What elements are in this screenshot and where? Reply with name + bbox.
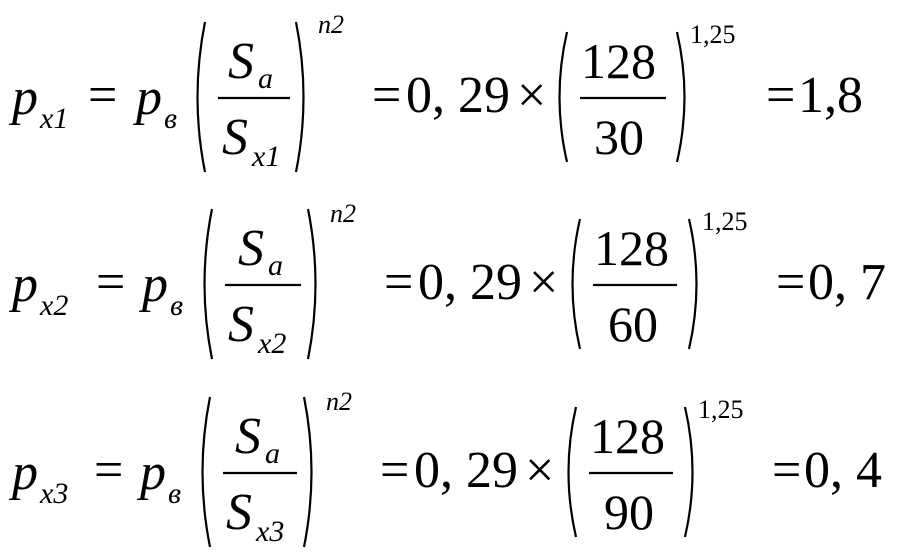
equals-sign: = <box>372 67 402 124</box>
equals-sign: = <box>96 254 126 311</box>
lhs-subscript: x2 <box>40 289 69 322</box>
ratio-numerator-subscript: a <box>258 62 273 95</box>
equals-sign: = <box>772 442 802 499</box>
result-value: 1,8 <box>798 67 863 124</box>
ratio-numerator-symbol: S <box>228 33 254 90</box>
coefficient: 0, 29 <box>406 67 510 124</box>
rhs-subscript: в <box>164 102 178 135</box>
ratio-exponent: n2 <box>330 199 356 228</box>
result-value: 0, 4 <box>804 442 882 499</box>
coefficient: 0, 29 <box>414 442 518 499</box>
equation-3: p x3 = p в S a S x3 n2 = 0, 29 × 128 90 … <box>0 375 897 555</box>
ratio-numerator-subscript: a <box>265 437 280 470</box>
ratio-denominator-subscript: x1 <box>252 140 281 173</box>
fraction-denominator: 90 <box>604 484 654 540</box>
lhs-subscript: x1 <box>40 102 69 135</box>
ratio-numerator-symbol: S <box>235 408 261 465</box>
fraction-numerator: 128 <box>590 408 665 464</box>
result-value: 0, 7 <box>808 254 886 311</box>
equals-sign: = <box>766 67 796 124</box>
fraction-numerator: 128 <box>594 220 669 276</box>
lhs-symbol: p <box>12 256 38 313</box>
times-sign: × <box>525 442 555 499</box>
rhs-symbol: p <box>140 444 166 501</box>
ratio-numerator-symbol: S <box>238 220 264 277</box>
fraction-exponent: 1,25 <box>690 20 736 49</box>
ratio-denominator-symbol: S <box>226 484 252 541</box>
fraction-denominator: 30 <box>594 109 644 165</box>
rhs-symbol: p <box>142 256 168 313</box>
equals-sign: = <box>88 67 118 124</box>
ratio-numerator-subscript: a <box>268 249 283 282</box>
ratio-parentheses <box>203 208 698 360</box>
rhs-subscript: в <box>168 477 182 510</box>
equals-sign: = <box>384 254 414 311</box>
ratio-parentheses <box>196 21 686 173</box>
ratio-parentheses <box>201 396 694 548</box>
rhs-subscript: в <box>170 289 184 322</box>
coefficient: 0, 29 <box>418 254 522 311</box>
fraction-exponent: 1,25 <box>702 207 748 236</box>
equals-sign: = <box>380 442 410 499</box>
ratio-exponent: n2 <box>326 387 352 416</box>
ratio-denominator-subscript: x2 <box>258 327 287 360</box>
fraction-exponent: 1,25 <box>698 395 744 424</box>
equals-sign: = <box>776 254 806 311</box>
ratio-denominator-symbol: S <box>228 296 254 353</box>
ratio-denominator-subscript: x3 <box>256 515 285 548</box>
times-sign: × <box>517 67 547 124</box>
fraction-denominator: 60 <box>608 296 658 352</box>
ratio-exponent: n2 <box>318 10 344 39</box>
lhs-symbol: p <box>12 69 38 126</box>
times-sign: × <box>529 254 559 311</box>
lhs-symbol: p <box>12 444 38 501</box>
equals-sign: = <box>94 442 124 499</box>
ratio-denominator-symbol: S <box>222 109 248 166</box>
equation-1: p x1 = p в S a S x1 n2 = 0, 29 × 128 30 … <box>0 0 897 180</box>
equation-2: p x2 = p в S a S x2 n2 = 0, 29 × 128 60 … <box>0 187 897 367</box>
lhs-subscript: x3 <box>40 477 69 510</box>
fraction-numerator: 128 <box>581 33 656 89</box>
rhs-symbol: p <box>136 69 162 126</box>
